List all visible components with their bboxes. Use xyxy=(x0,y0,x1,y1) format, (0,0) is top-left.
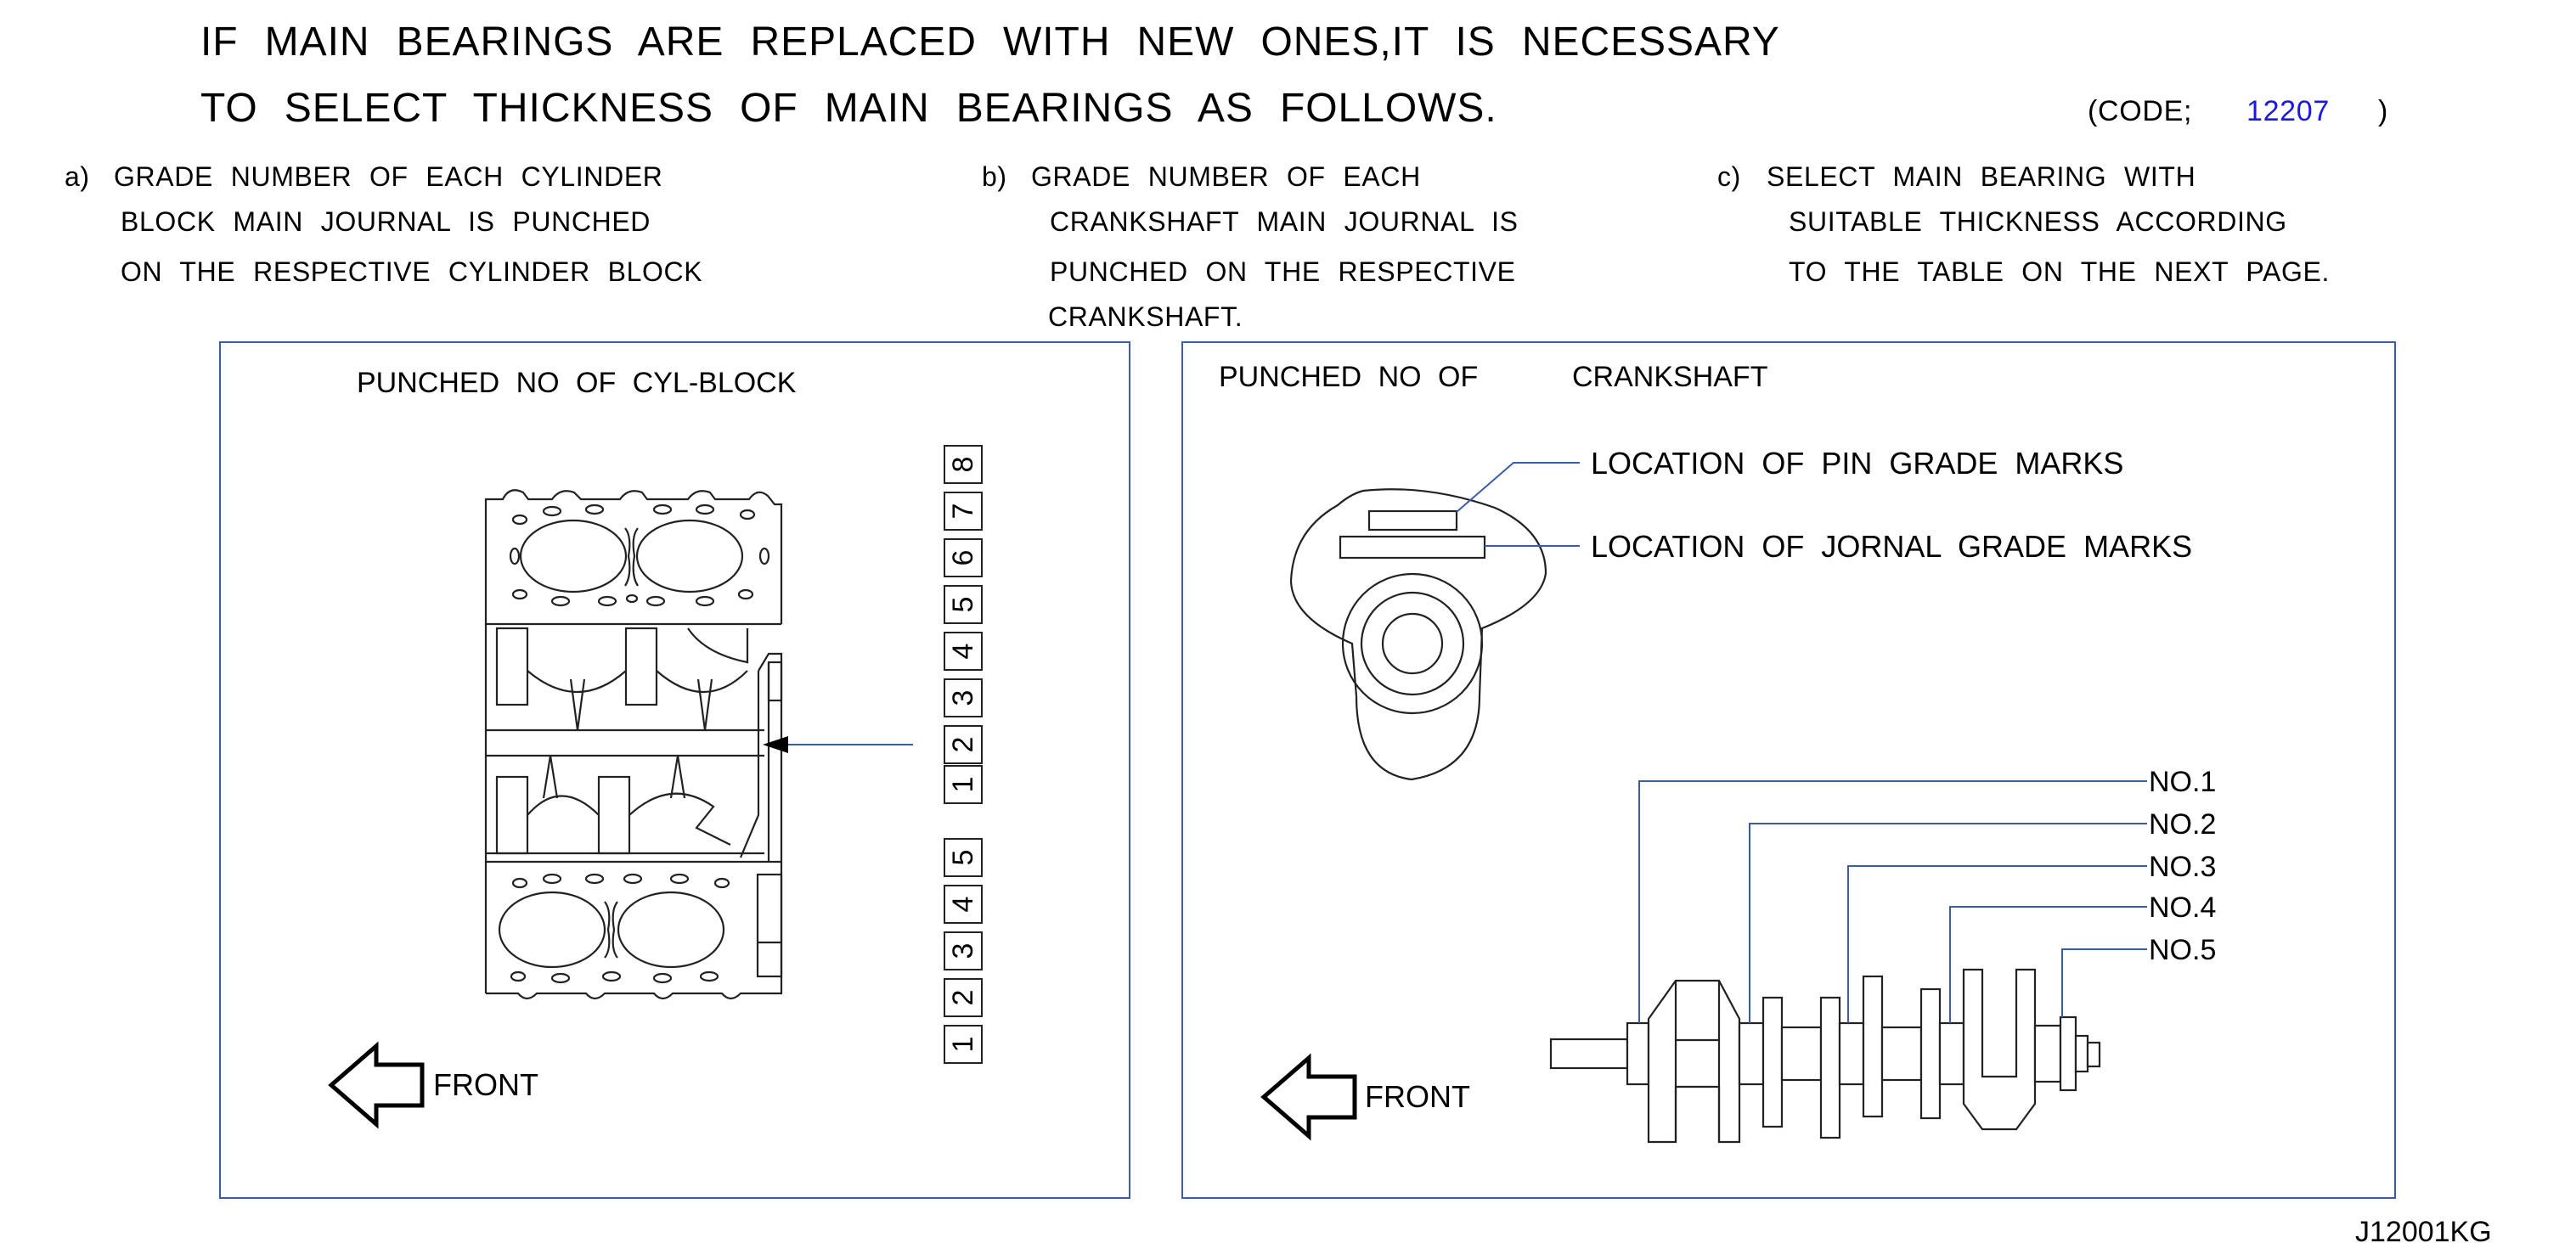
step-c-line-1: SELECT MAIN BEARING WITH xyxy=(1767,161,2196,192)
code-open: (CODE; xyxy=(2088,95,2193,127)
mark-label: 2 xyxy=(947,990,979,1006)
lower-grade-marks: 5 4 3 2 1 xyxy=(944,838,983,1064)
mark-box xyxy=(944,492,983,531)
header-line-1: IF MAIN BEARINGS ARE REPLACED WITH NEW O… xyxy=(200,20,1780,65)
mark-label: 7 xyxy=(947,503,979,520)
front-arrow-icon xyxy=(328,1041,425,1129)
left-panel-frame xyxy=(219,341,1130,1199)
journal-number-leaders xyxy=(1638,780,2147,1023)
crankshaft-side-view xyxy=(1549,968,2101,1144)
cylinder-pointer-arrowhead xyxy=(763,736,788,753)
mark-box xyxy=(944,931,983,970)
step-c-line-3: TO THE TABLE ON THE NEXT PAGE. xyxy=(1789,256,2331,287)
mark-label: 6 xyxy=(947,550,979,566)
mark-box xyxy=(944,632,983,671)
step-c-line-2: SUITABLE THICKNESS ACCORDING xyxy=(1789,206,2287,237)
left-front-label: FRONT xyxy=(433,1067,538,1102)
cylinder-block-drawing xyxy=(484,489,783,1000)
journal-grade-mark-box xyxy=(1339,535,1486,560)
mark-box xyxy=(944,978,983,1017)
journal-number-labels: NO.1 NO.2 NO.3 NO.4 NO.5 xyxy=(2149,766,2216,966)
front-arrow-icon xyxy=(1260,1053,1357,1141)
step-a-marker: a) xyxy=(65,161,90,192)
left-panel-title: PUNCHED NO OF CYL-BLOCK xyxy=(357,367,797,399)
journal-number-label: NO.2 xyxy=(2149,808,2216,841)
mark-label: 4 xyxy=(947,897,979,913)
step-a-line-2: BLOCK MAIN JOURNAL IS PUNCHED xyxy=(121,206,651,237)
step-c-marker: c) xyxy=(1717,161,1741,192)
journal-number-label: NO.3 xyxy=(2149,851,2216,883)
journal-number-label: NO.5 xyxy=(2149,934,2216,966)
mark-label: 3 xyxy=(947,943,979,959)
right-front-label: FRONT xyxy=(1365,1079,1470,1114)
mark-box xyxy=(944,1025,983,1064)
step-b-line-2: CRANKSHAFT MAIN JOURNAL IS xyxy=(1050,206,1519,237)
mark-box xyxy=(944,725,983,764)
pin-leader-line xyxy=(1456,462,1580,513)
journal-grade-label: LOCATION OF JORNAL GRADE MARKS xyxy=(1591,529,2192,564)
upper-grade-marks: 8 7 6 5 4 3 2 1 xyxy=(944,445,983,804)
code-close: ) xyxy=(2378,95,2389,127)
mark-label: 4 xyxy=(947,644,979,660)
step-b-marker: b) xyxy=(982,161,1007,192)
crank-web-end-view xyxy=(1289,488,1547,781)
journal-number-label: NO.1 xyxy=(2149,766,2216,798)
step-b-line-4: CRANKSHAFT. xyxy=(1048,301,1243,332)
mark-box xyxy=(944,678,983,717)
code-value: 12207 xyxy=(2246,95,2330,127)
mark-label: 1 xyxy=(947,1037,979,1053)
mark-box xyxy=(944,585,983,624)
mark-label: 2 xyxy=(947,737,979,753)
figure-code: J12001KG xyxy=(2355,1216,2492,1248)
step-a-line-3: ON THE RESPECTIVE CYLINDER BLOCK xyxy=(121,256,703,287)
pin-grade-mark-box xyxy=(1367,509,1458,532)
mark-box xyxy=(944,765,983,804)
mark-box xyxy=(944,885,983,924)
mark-label: 8 xyxy=(947,457,979,473)
step-b-line-3: PUNCHED ON THE RESPECTIVE xyxy=(1050,256,1516,287)
left-panel: PUNCHED NO OF CYL-BLOCK xyxy=(219,341,1130,1199)
step-b-line-1: GRADE NUMBER OF EACH xyxy=(1031,161,1421,192)
mark-box xyxy=(944,538,983,577)
mark-box xyxy=(944,445,983,484)
mark-label: 5 xyxy=(947,597,979,613)
right-panel: PUNCHED NO OF CRANKSHAFT LOCATION OF PIN… xyxy=(1181,341,2396,1199)
mark-box xyxy=(944,838,983,877)
mark-label: 1 xyxy=(947,777,979,793)
mark-label: 3 xyxy=(947,690,979,706)
step-a-line-1: GRADE NUMBER OF EACH CYLINDER xyxy=(114,161,663,192)
right-panel-title-right: CRANKSHAFT xyxy=(1572,361,1767,393)
journal-number-label: NO.4 xyxy=(2149,892,2216,924)
header-line-2: TO SELECT THICKNESS OF MAIN BEARINGS AS … xyxy=(200,86,1497,131)
pin-grade-label: LOCATION OF PIN GRADE MARKS xyxy=(1591,446,2123,481)
right-panel-title-left: PUNCHED NO OF xyxy=(1219,361,1478,393)
mark-label: 5 xyxy=(947,850,979,866)
right-panel-frame xyxy=(1181,341,2396,1199)
